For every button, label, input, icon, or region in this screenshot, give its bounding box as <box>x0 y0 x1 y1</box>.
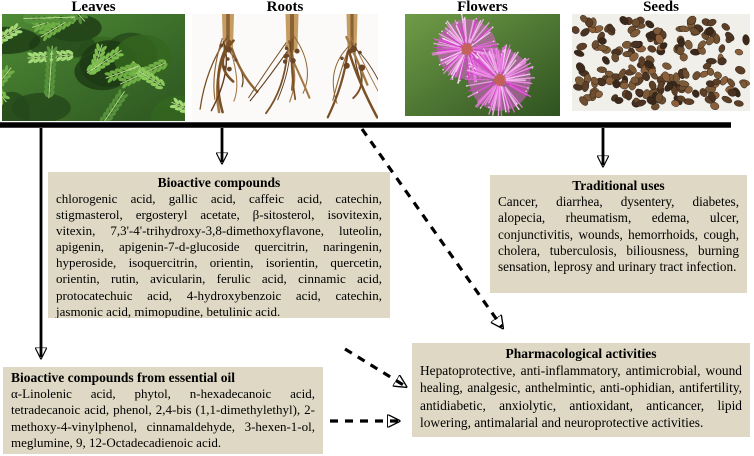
roots-photo <box>192 14 378 121</box>
pharmacological-activities-title: Pharmacological activities <box>505 346 657 361</box>
pharmacological-activities-box: Pharmacological activities Hepatoprotect… <box>412 343 750 437</box>
roots-label: Roots <box>266 0 304 15</box>
traditional-uses-title: Traditional uses <box>572 178 665 193</box>
bioactive-compounds-body: chlorogenic acid, gallic acid, caffeic a… <box>56 191 382 318</box>
flowers-figure: Flowers <box>405 0 560 116</box>
essential-oil-compounds-body: α-Linolenic acid, phytol, n-hexadecanoic… <box>11 386 315 451</box>
roots-figure: Roots <box>192 0 378 121</box>
traditional-uses-body: Cancer, diarrhea, dysentery, diabetes, a… <box>498 194 739 275</box>
dashed-arrow-bioactive-to-pharmacological <box>344 347 405 386</box>
flowers-photo <box>405 14 560 116</box>
leaves-label: Leaves <box>71 0 116 15</box>
seeds-label: Seeds <box>643 0 679 15</box>
bioactive-compounds-box: Bioactive compounds chlorogenic acid, ga… <box>48 172 390 318</box>
pharmacological-activities-body: Hepatoprotective, anti-inflammatory, ant… <box>420 363 742 431</box>
seeds-figure: Seeds <box>572 0 750 111</box>
bioactive-compounds-title: Bioactive compounds <box>157 175 281 190</box>
leaves-photo <box>2 14 185 121</box>
flowers-label: Flowers <box>457 0 508 15</box>
essential-oil-compounds-title: Bioactive compounds from essential oil <box>11 370 235 385</box>
seeds-photo <box>572 14 750 111</box>
essential-oil-compounds-box: Bioactive compounds from essential oil α… <box>3 367 323 454</box>
leaves-figure: Leaves <box>2 0 185 121</box>
traditional-uses-box: Traditional uses Cancer, diarrhea, dysen… <box>490 175 747 293</box>
